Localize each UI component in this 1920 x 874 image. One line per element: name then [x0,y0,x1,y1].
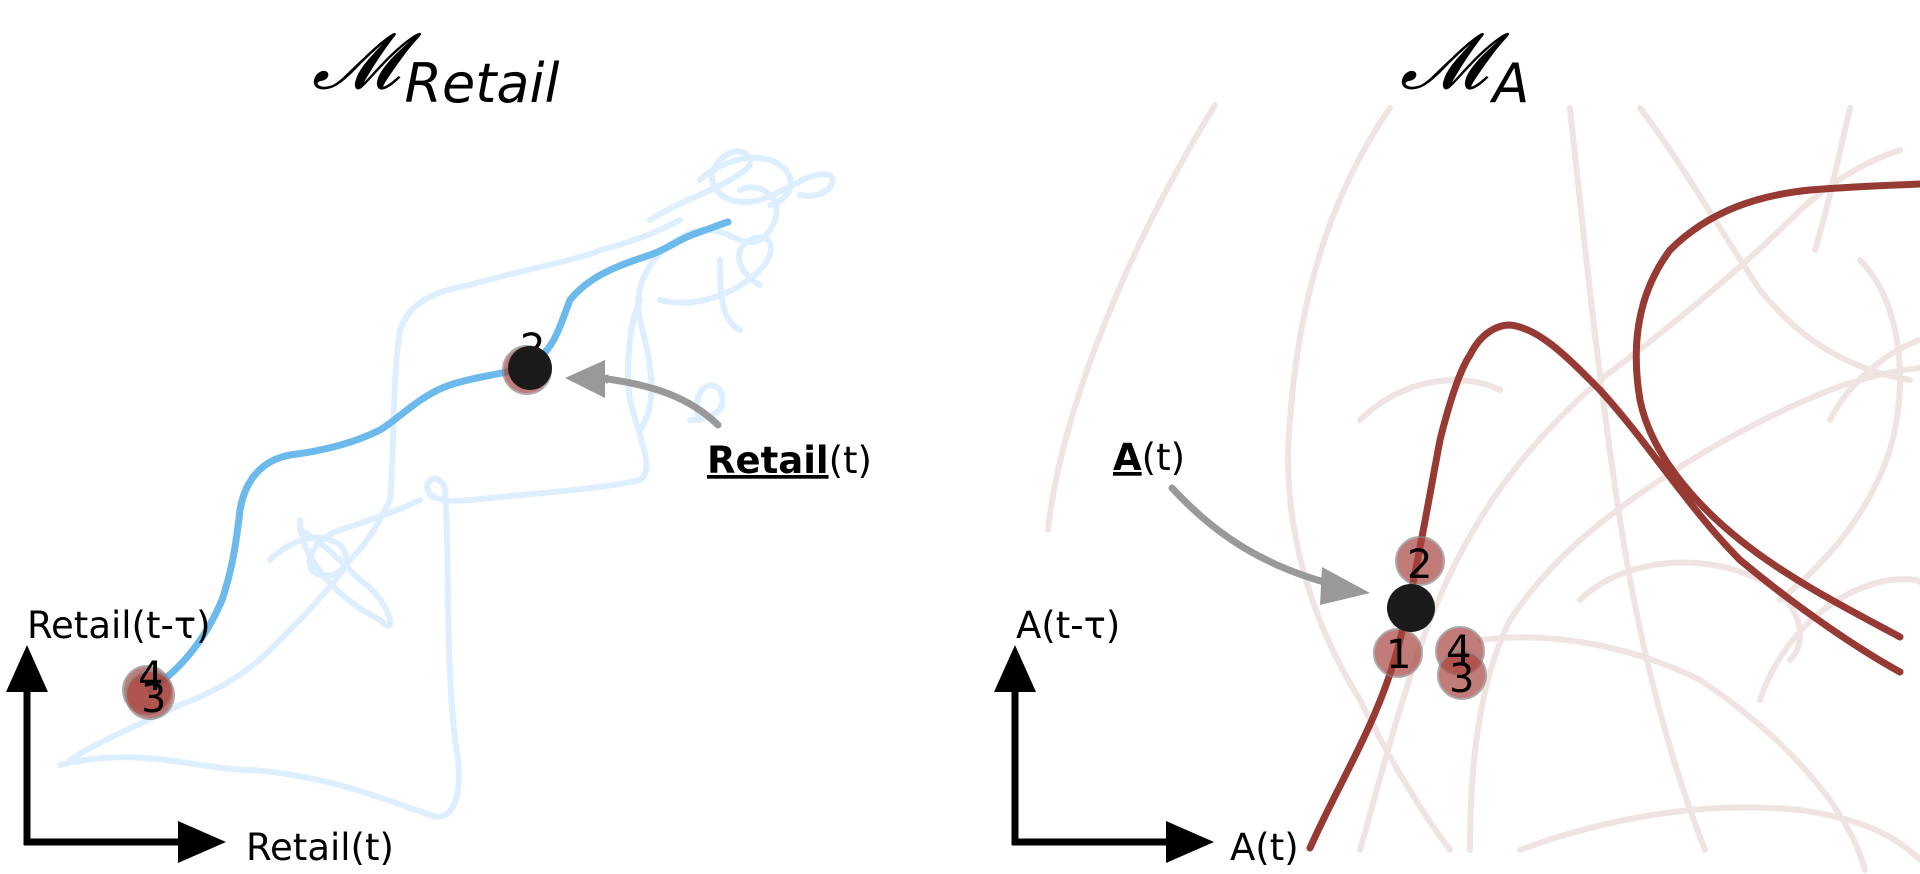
left-axes: Retail(t-τ) Retail(t) [6,604,394,869]
left-annotation-label: Retail(t) [707,439,872,482]
left-annotation-arrowhead [565,360,605,398]
left-title: 𝓜 Retail [312,17,559,115]
right-point-label-4: 4 [1446,628,1471,674]
left-point-label-3: 3 [141,676,166,722]
right-y-axis-arrowhead [994,645,1036,692]
left-y-axis-label: Retail(t-τ) [27,604,211,647]
right-x-axis-label: A(t) [1230,826,1299,869]
right-point-marker-3 [1437,650,1487,700]
right-point-label-3: 3 [1449,656,1474,702]
right-point-marker-1 [1373,628,1423,678]
left-main-trajectory [146,218,732,694]
right-x-axis-arrowhead [1166,821,1214,863]
right-ghost-trajectories [1045,102,1920,873]
left-panel: 𝓜 Retail 4 3 2 Ret [6,17,872,869]
left-ghost-trajectories [57,148,836,820]
right-y-axis-label: A(t-τ) [1016,604,1120,647]
left-point-marker-3 [125,670,175,720]
left-annotation-arrow [596,374,722,429]
right-panel: 𝓜 A 2 1 4 3 [994,17,1920,873]
left-point-label-4: 4 [138,654,163,700]
right-point-marker-2 [1395,536,1445,586]
right-annotation-arrowhead [1320,567,1370,605]
right-secondary-trajectory [1632,180,1920,641]
right-annotation-arrow [1168,484,1339,589]
right-axes: A(t-τ) A(t) [994,604,1299,869]
left-current-point [508,346,552,390]
right-title: 𝓜 A [1400,17,1529,115]
right-point-label-2: 2 [1407,542,1432,588]
right-annotation-label: A(t) [1113,436,1185,479]
left-x-axis-arrowhead [178,821,226,863]
left-x-axis-label: Retail(t) [246,826,394,869]
right-current-point [1387,584,1435,632]
right-point-label-1: 1 [1386,632,1411,678]
left-y-axis-arrowhead [6,645,48,692]
left-title-subscript: Retail [404,52,559,115]
right-title-subscript: A [1489,52,1529,115]
